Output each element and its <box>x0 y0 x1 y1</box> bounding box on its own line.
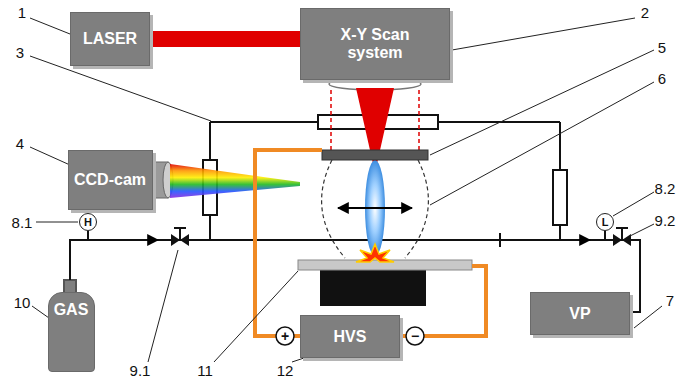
gas-cylinder: GAS <box>48 292 95 372</box>
callout-number: 10 <box>14 295 31 310</box>
node-label: X-Y Scan system <box>329 26 421 61</box>
callout-number: 2 <box>641 5 649 20</box>
node-label: L <box>602 217 609 228</box>
node-label: GAS <box>54 301 89 319</box>
valve-symbol <box>171 234 189 246</box>
scanner-box: X-Y Scan system <box>300 8 450 80</box>
callout-number: 12 <box>277 363 294 378</box>
power-supply-box: HVS <box>300 315 400 358</box>
callout-number: 7 <box>666 293 674 308</box>
callout-number: 5 <box>658 40 666 55</box>
callout-number: 9.2 <box>655 213 676 228</box>
pump-box: VP <box>530 292 630 335</box>
laser-beam <box>150 31 300 47</box>
callout-number: 9.1 <box>130 363 151 378</box>
node-label: HVS <box>334 328 367 346</box>
laser-box: LASER <box>70 12 150 66</box>
node-label: CCD-cam <box>74 171 146 189</box>
scan-field <box>418 90 420 150</box>
node-label: VP <box>569 305 590 323</box>
sample-holder <box>320 270 426 306</box>
callout-number: 3 <box>16 45 24 60</box>
node-label: H <box>84 217 92 228</box>
callout-number: 8.2 <box>655 181 676 196</box>
gas-line <box>64 228 210 294</box>
callout-number: 11 <box>197 363 213 378</box>
node-label: LASER <box>83 30 137 48</box>
hv-wire <box>255 150 486 336</box>
terminal-symbol <box>276 327 294 345</box>
pressure-gauge: H <box>79 213 97 231</box>
callout-number: 8.1 <box>12 215 33 230</box>
callout-number: 6 <box>658 71 666 86</box>
scan-direction <box>338 207 412 209</box>
terminal-sign: + <box>281 329 289 343</box>
scan-field <box>330 90 332 150</box>
callout-number: 1 <box>18 5 26 20</box>
camera-box: CCD-cam <box>68 150 153 210</box>
pressure-gauge: L <box>596 213 614 231</box>
emission-spectrum <box>170 164 300 198</box>
ablation-spark <box>356 244 394 262</box>
callout-number: 4 <box>16 136 24 151</box>
terminal-symbol <box>406 327 424 345</box>
valve-symbol <box>613 234 631 246</box>
electrode <box>322 150 428 160</box>
terminal-sign: − <box>411 329 419 343</box>
